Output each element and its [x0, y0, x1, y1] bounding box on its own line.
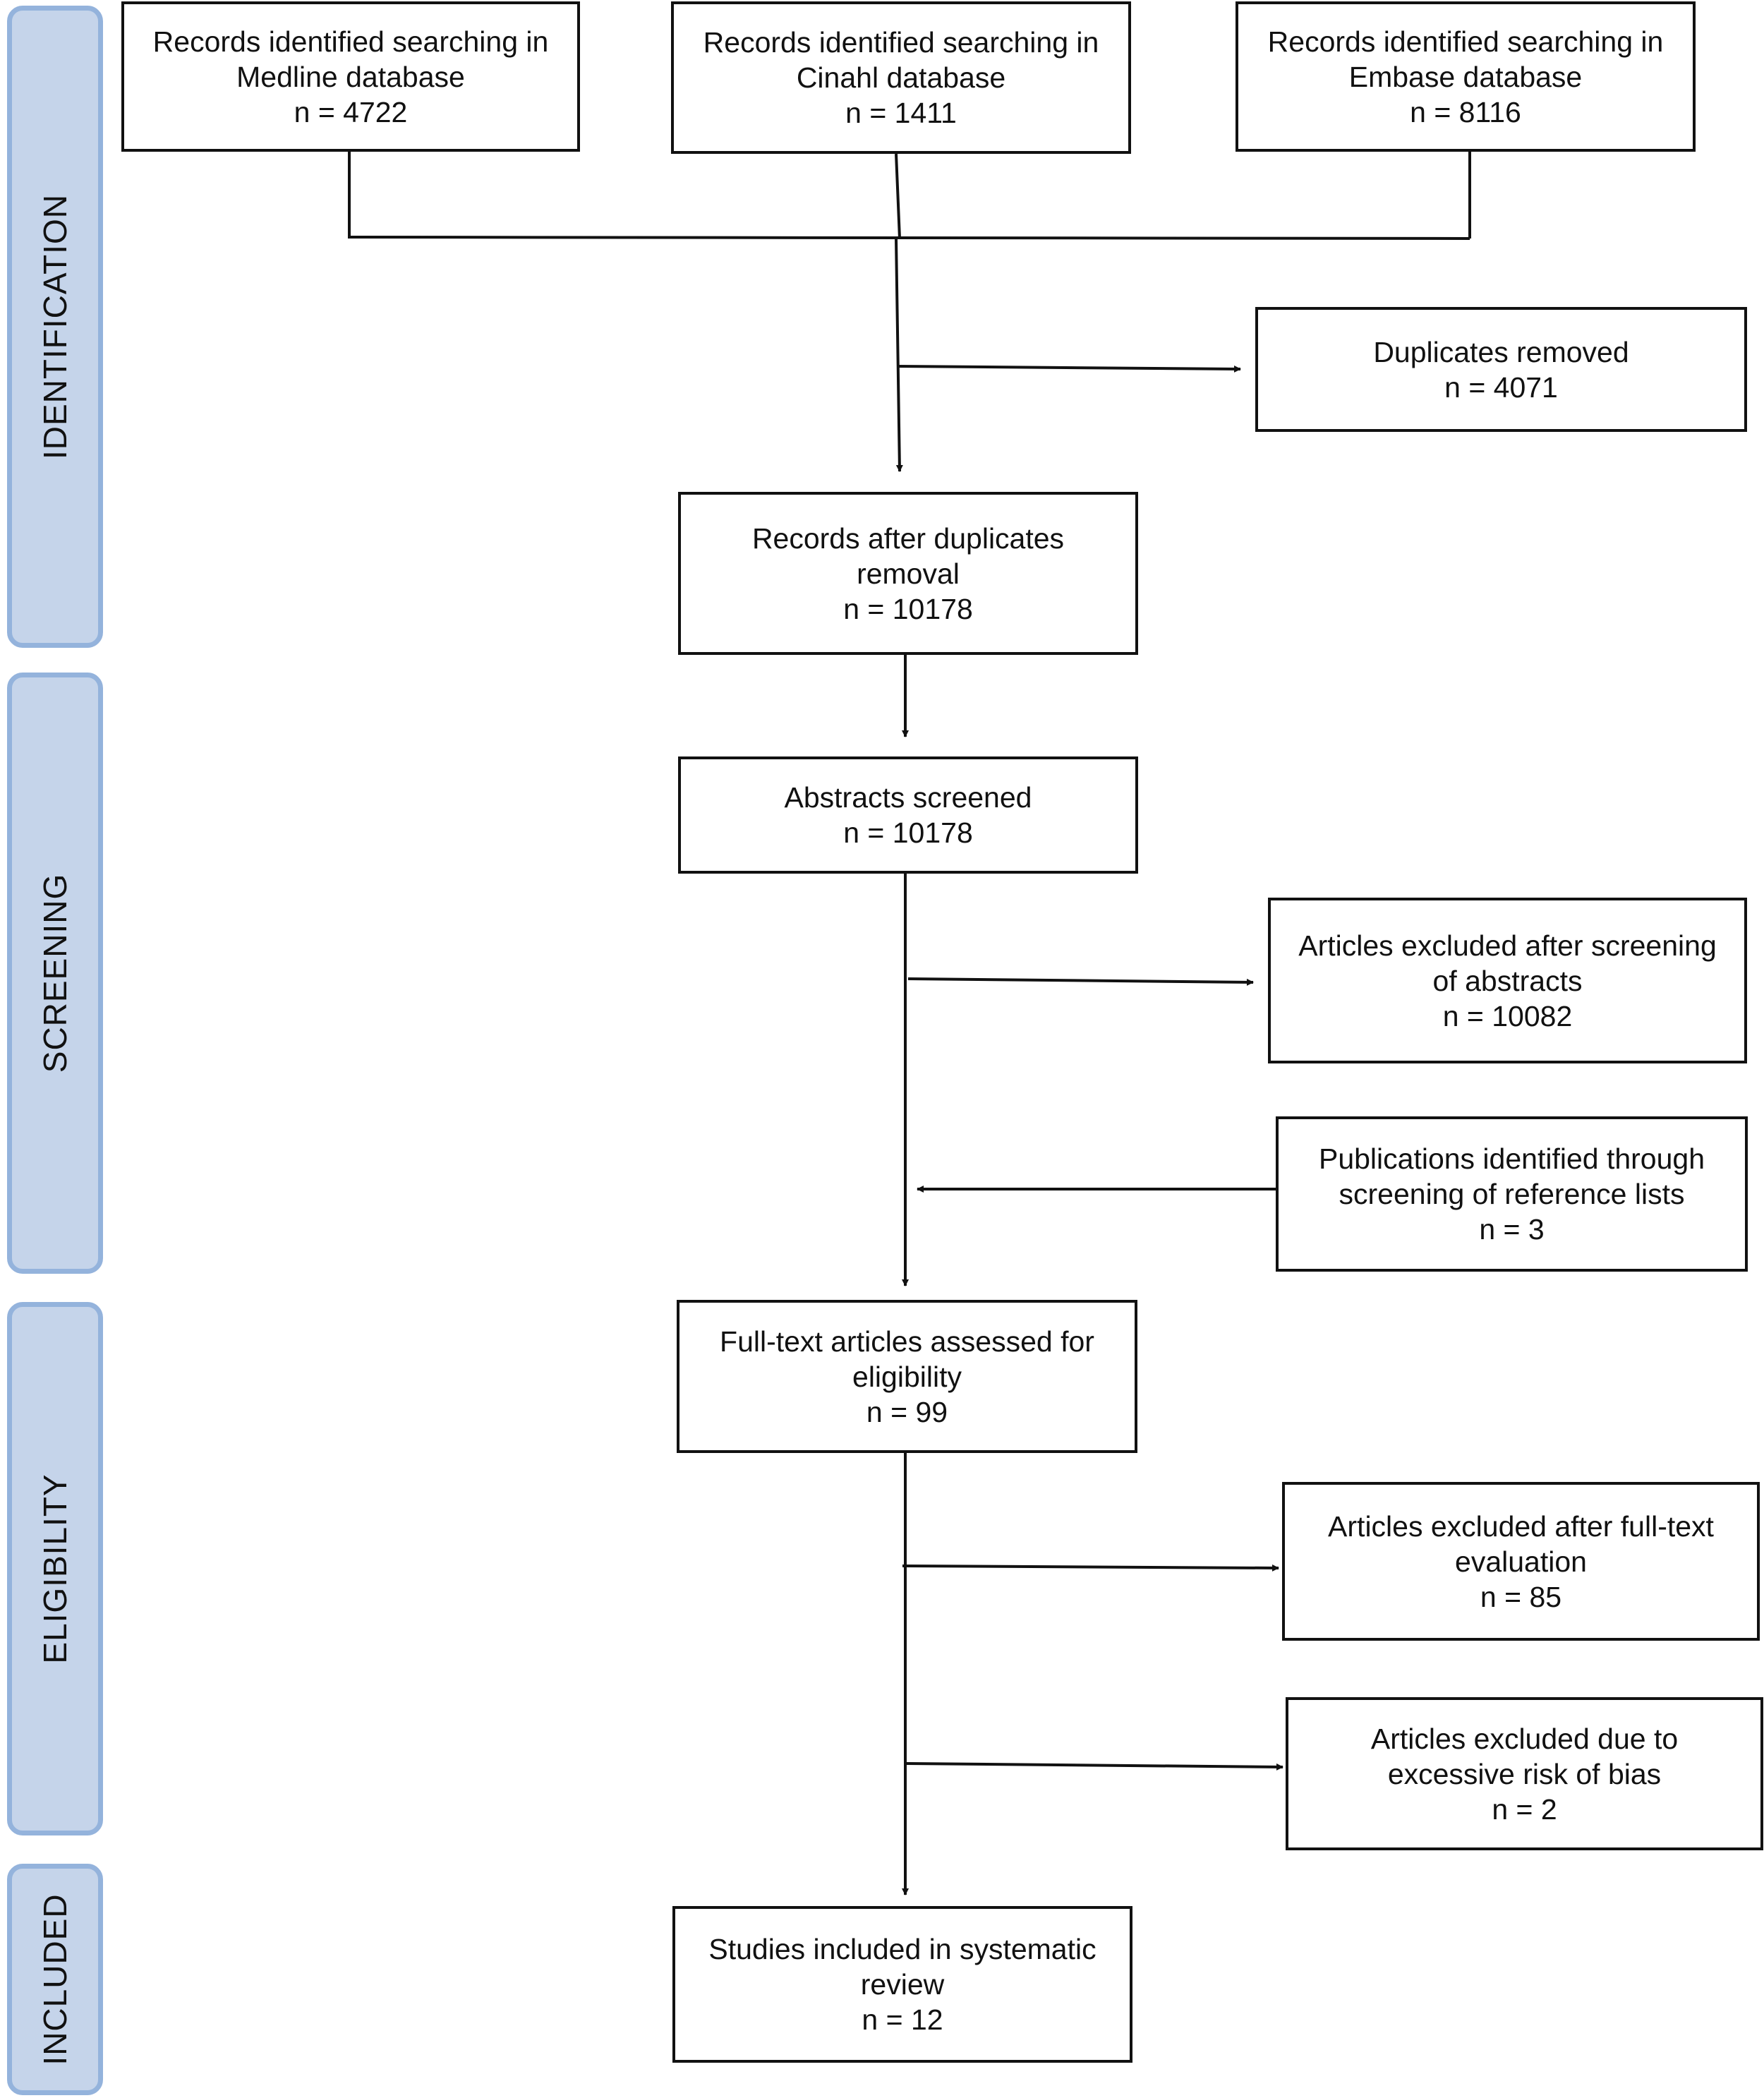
box-reference-list-publications: Publications identified through screenin… — [1276, 1116, 1748, 1272]
phase-eligibility: ELIGIBILITY — [7, 1302, 103, 1835]
box-studies-included: Studies included in systematic review n … — [672, 1906, 1132, 2063]
reference-lists-line2: screening of reference lists — [1339, 1178, 1685, 1210]
included-line2: review — [860, 1968, 945, 2001]
after-duplicates-line1: Records after duplicates — [751, 522, 1065, 555]
embase-line1: Records identified searching in — [1267, 25, 1664, 58]
box-cinahl-records: Records identified searching in Cinahl d… — [671, 1, 1131, 154]
medline-line2: Medline database — [236, 60, 465, 93]
included-line1: Studies included in systematic — [708, 1933, 1097, 1965]
duplicates-removed-line1: Duplicates removed — [1373, 335, 1629, 368]
arrow-to-after-duplicates — [895, 238, 903, 472]
excluded-bias-count: n = 2 — [1492, 1792, 1557, 1826]
phase-identification: IDENTIFICATION — [7, 6, 103, 648]
box-excluded-after-fulltext: Articles excluded after full-text evalua… — [1282, 1482, 1760, 1641]
medline-line1: Records identified searching in — [152, 25, 549, 58]
fulltext-assessed-count: n = 99 — [866, 1395, 948, 1428]
phase-screening: SCREENING — [7, 673, 103, 1274]
box-medline-records: Records identified searching in Medline … — [121, 1, 580, 152]
box-duplicates-removed: Duplicates removed n = 4071 — [1255, 307, 1747, 432]
reference-lists-count: n = 3 — [1479, 1213, 1545, 1246]
abstracts-screened-count: n = 10178 — [843, 816, 973, 849]
fulltext-assessed-line2: eligibility — [852, 1360, 962, 1393]
excluded-bias-line1: Articles excluded due to — [1370, 1722, 1679, 1755]
box-abstracts-screened: Abstracts screened n = 10178 — [678, 756, 1138, 874]
cinahl-count: n = 1411 — [845, 97, 957, 129]
after-duplicates-line2: removal — [857, 557, 960, 590]
connector-merge-horizontal — [349, 236, 1470, 240]
cinahl-line1: Records identified searching in — [703, 26, 1099, 59]
arrow-to-duplicates-removed — [897, 365, 1241, 373]
box-excluded-risk-of-bias: Articles excluded due to excessive risk … — [1286, 1697, 1763, 1850]
arrow-to-excluded-abstracts — [907, 977, 1254, 986]
box-fulltext-assessed: Full-text articles assessed for eligibil… — [677, 1300, 1137, 1453]
arrow-to-excluded-bias — [906, 1762, 1283, 1771]
fulltext-assessed-line1: Full-text articles assessed for — [720, 1325, 1094, 1358]
connector-cinahl-down — [895, 153, 901, 239]
medline-count: n = 4722 — [294, 95, 408, 128]
excluded-fulltext-line1: Articles excluded after full-text — [1328, 1509, 1714, 1543]
embase-line2: Embase database — [1348, 60, 1583, 93]
excluded-abstracts-count: n = 10082 — [1442, 999, 1573, 1032]
included-count: n = 12 — [862, 2003, 943, 2036]
box-embase-records: Records identified searching in Embase d… — [1236, 1, 1696, 152]
excluded-abstracts-line1: Articles excluded after screening — [1298, 929, 1717, 962]
excluded-fulltext-line2: evaluation — [1455, 1545, 1587, 1578]
box-records-after-duplicates: Records after duplicates removal n = 101… — [678, 492, 1138, 655]
arrow-to-excluded-fulltext — [902, 1564, 1279, 1572]
duplicates-removed-count: n = 4071 — [1444, 370, 1558, 404]
box-excluded-after-abstracts: Articles excluded after screening of abs… — [1268, 898, 1747, 1063]
after-duplicates-count: n = 10178 — [843, 592, 973, 625]
cinahl-line2: Cinahl database — [796, 61, 1006, 94]
abstracts-screened-line1: Abstracts screened — [784, 781, 1032, 814]
embase-count: n = 8116 — [1410, 95, 1521, 128]
excluded-fulltext-count: n = 85 — [1480, 1580, 1562, 1613]
excluded-bias-line2: excessive risk of bias — [1387, 1757, 1662, 1790]
excluded-abstracts-line2: of abstracts — [1432, 964, 1583, 997]
phase-included: INCLUDED — [7, 1864, 103, 2095]
reference-lists-line1: Publications identified through — [1318, 1143, 1705, 1175]
